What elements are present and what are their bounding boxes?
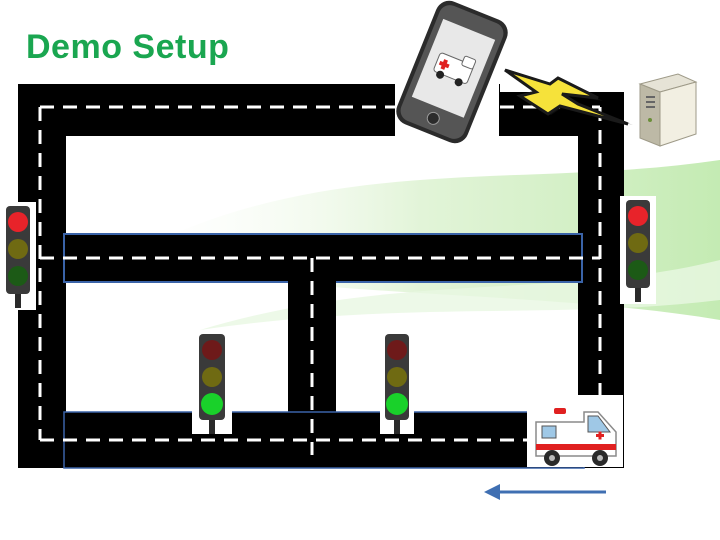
traffic-light-bottom-left [192, 330, 232, 434]
ambulance-icon [535, 408, 617, 466]
traffic-light-right [620, 196, 656, 304]
traffic-light-bottom-middle [380, 330, 414, 434]
road-top [18, 84, 624, 136]
server-icon [638, 73, 698, 147]
smartphone-icon [396, 0, 508, 144]
road-center-vertical [288, 280, 336, 414]
traffic-light-left [0, 202, 36, 310]
slide-title: Demo Setup [26, 28, 230, 66]
lane-markings [38, 105, 602, 455]
lightning-icon [504, 68, 633, 126]
direction-arrow [484, 484, 606, 500]
phone-ambulance-icon [433, 52, 477, 87]
